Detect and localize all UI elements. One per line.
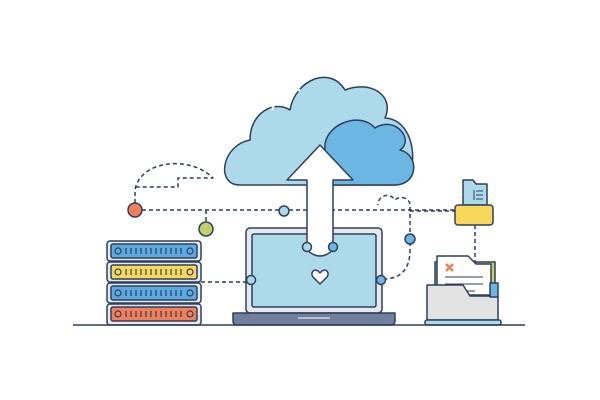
- laptop-icon: [232, 227, 396, 326]
- folder-icon: [454, 179, 494, 226]
- server-rack-icon: [106, 240, 202, 326]
- heart-icon: [311, 269, 329, 285]
- document-icon: [424, 255, 502, 326]
- network-nodes: [127, 202, 416, 286]
- upload-arrow-icon: [286, 144, 354, 257]
